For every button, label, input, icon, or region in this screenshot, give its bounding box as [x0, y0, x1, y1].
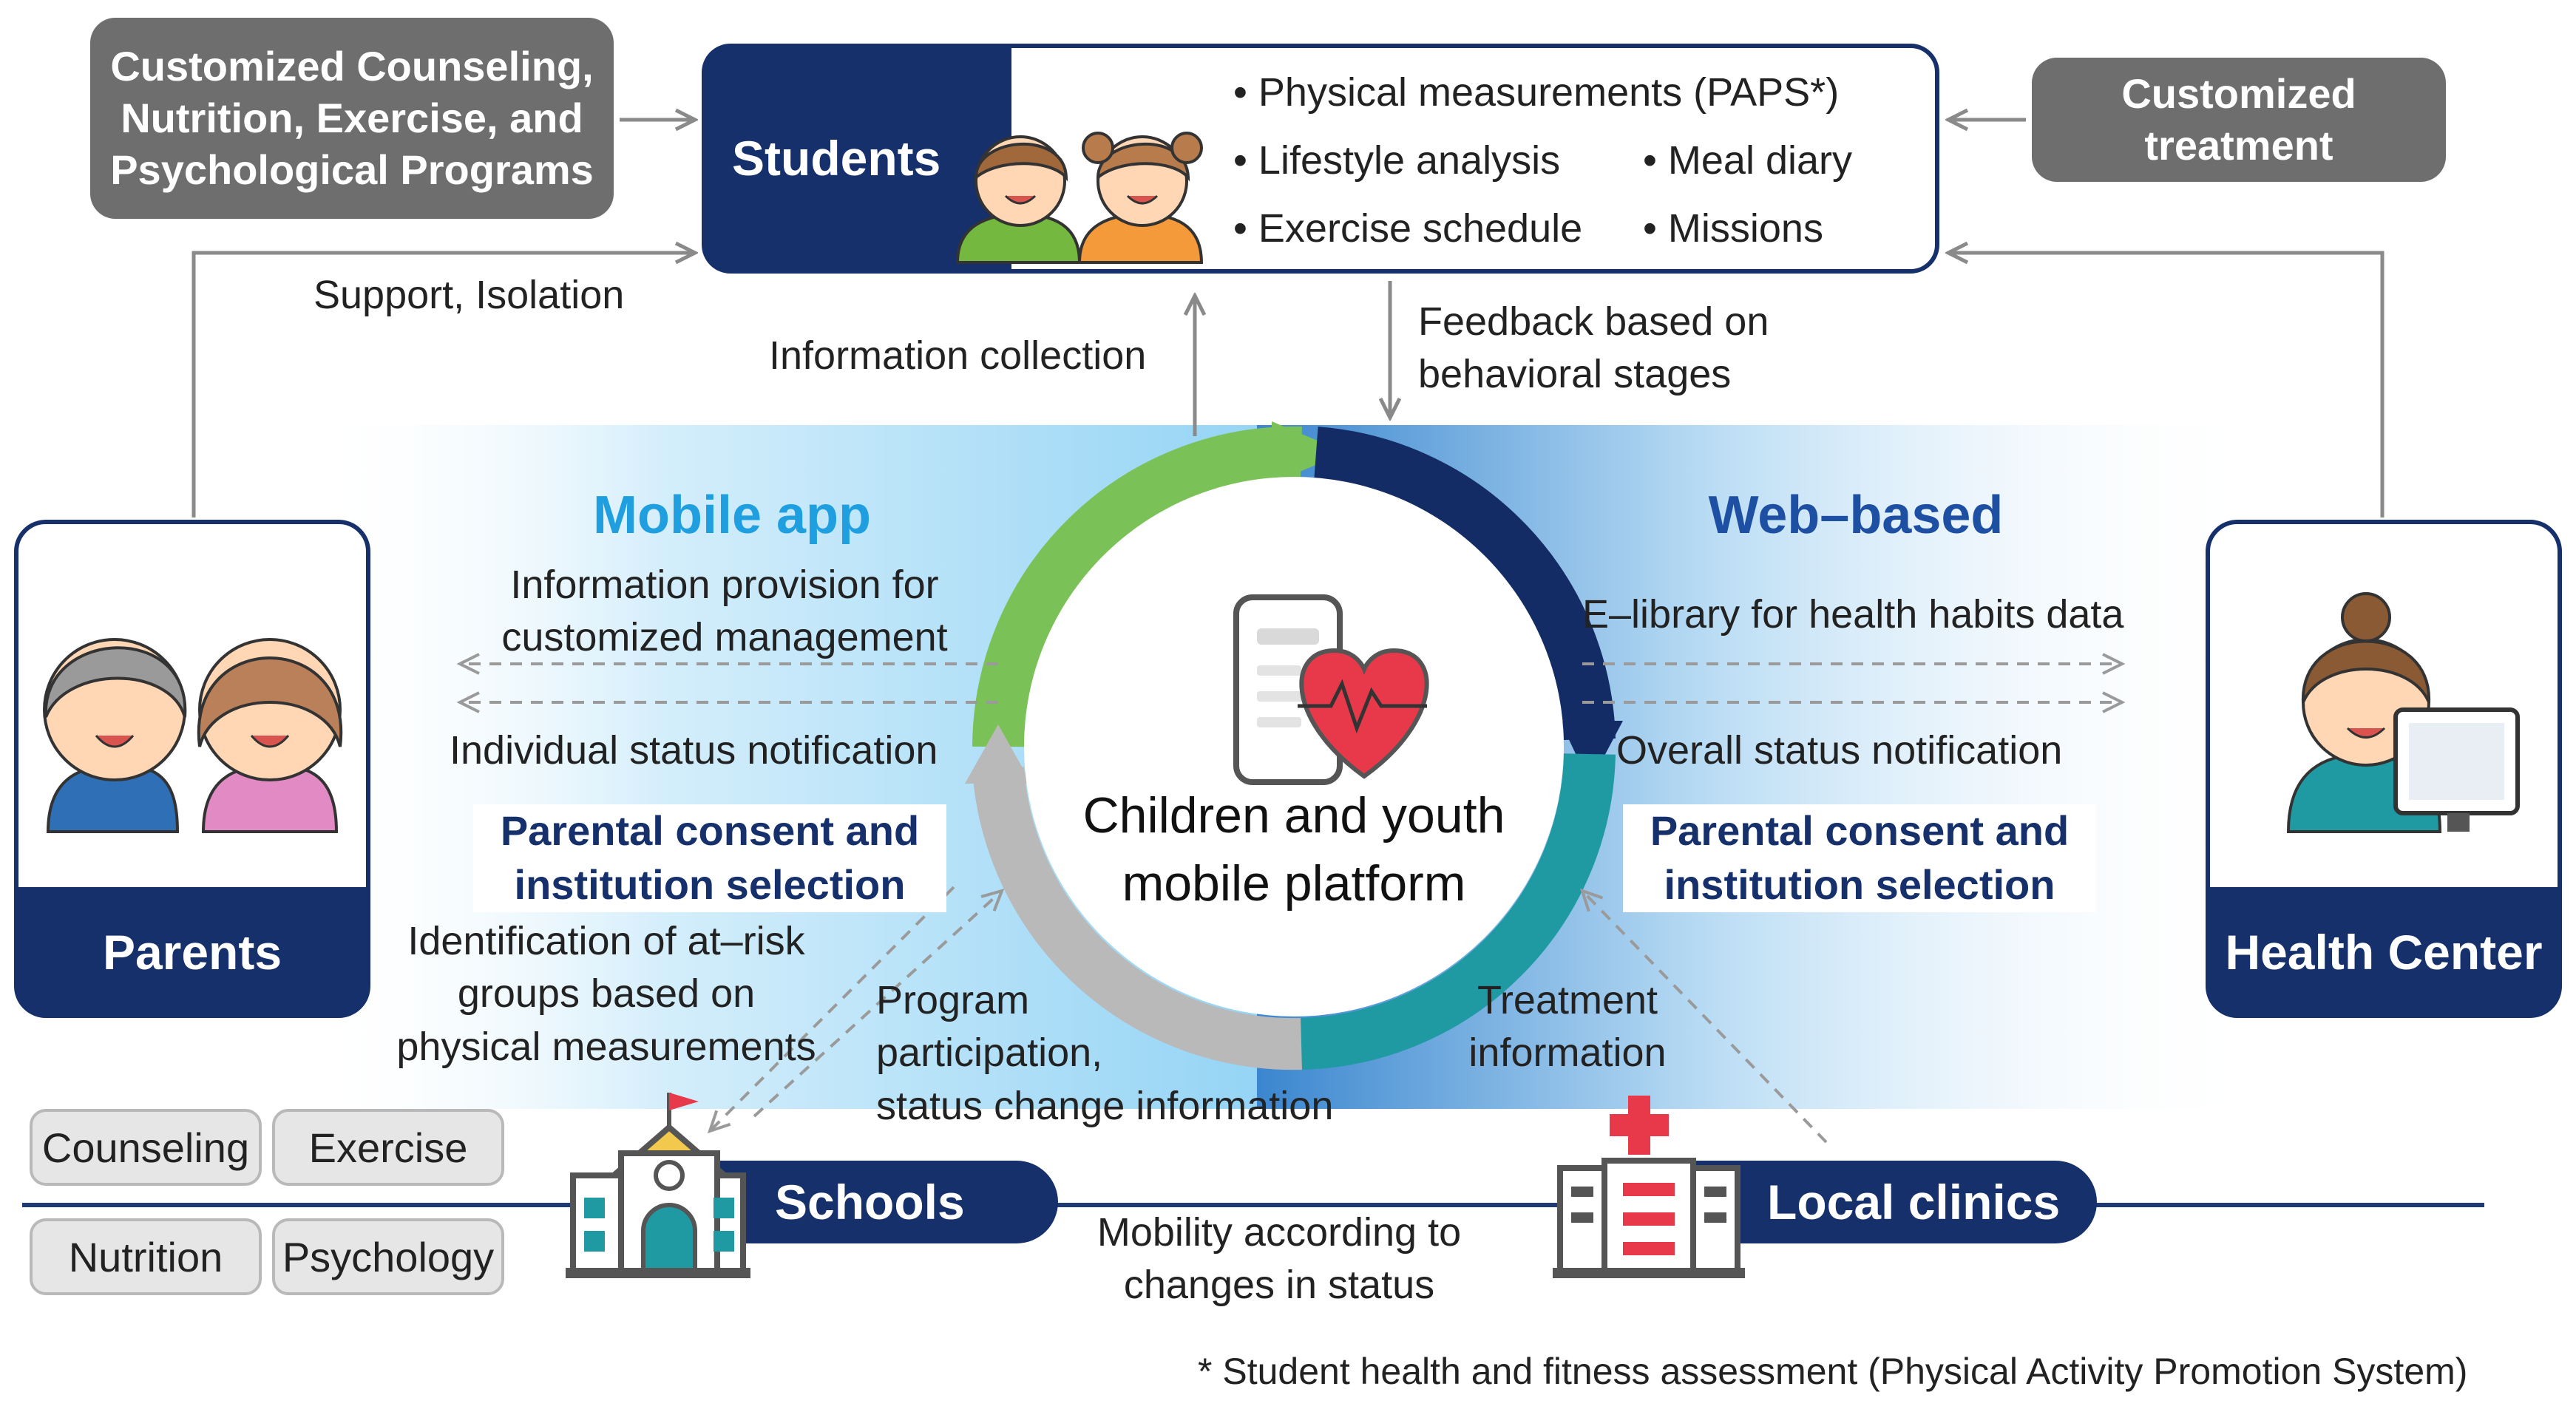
program-participation-label: Program participation, status change inf…	[876, 978, 1334, 1128]
students-item-lifestyle: • Lifestyle analysis	[1233, 138, 1561, 183]
overall-status-label: Overall status notification	[1616, 728, 2063, 773]
footnote: * Student health and fitness assessment …	[1198, 1351, 2468, 1392]
info-provision-label: Information provision for customized man…	[501, 563, 948, 660]
pill-counseling: Counseling	[30, 1109, 262, 1186]
hospital-building-icon	[1553, 1096, 1745, 1278]
elderly-parents-icon	[43, 638, 343, 833]
mobile-consent-label: Parental consent and institution selecti…	[473, 804, 946, 912]
students-label: Students	[732, 131, 941, 186]
dashed-arrows	[460, 664, 2122, 1144]
connector-arrows	[191, 120, 2385, 517]
pill-exercise: Exercise	[272, 1109, 504, 1186]
web-consent-label: Parental consent and institution selecti…	[1623, 804, 2096, 912]
schools-label: Schools	[775, 1175, 965, 1229]
schools-pill	[658, 1161, 1058, 1243]
at-risk-label: Identification of at–risk groups based o…	[396, 919, 816, 1069]
children-icon	[955, 132, 1204, 264]
pill-psychology: Psychology	[272, 1218, 504, 1295]
support-isolation-label: Support, Isolation	[313, 273, 625, 317]
school-building-icon	[566, 1093, 750, 1278]
students-item-missions: • Missions	[1643, 206, 1823, 251]
health-worker-icon	[2286, 592, 2520, 833]
parents-label: Parents	[102, 925, 282, 980]
information-collection-label: Information collection	[769, 333, 1147, 378]
web-based-title: Web–based	[1708, 486, 2004, 545]
students-item-meal: • Meal diary	[1643, 138, 1852, 183]
mobility-label: Mobility according to changes in status	[1097, 1210, 1462, 1308]
clinics-pill	[1649, 1161, 2097, 1243]
phone-heart-icon	[1233, 594, 1429, 785]
mobile-app-title: Mobile app	[593, 486, 871, 545]
programs-box: Customized Counseling, Nutrition, Exerci…	[90, 18, 614, 219]
students-item-exercise: • Exercise schedule	[1233, 206, 1583, 251]
local-clinics-label: Local clinics	[1767, 1175, 2061, 1229]
treatment-information-label: Treatment information	[1468, 978, 1667, 1076]
students-item-paps: • Physical measurements (PAPS*)	[1233, 70, 1840, 115]
treatment-box: Customized treatment	[2032, 58, 2446, 182]
elibrary-label: E–library for health habits data	[1582, 592, 2124, 637]
feedback-label: Feedback based on behavioral stages	[1418, 299, 1769, 397]
individual-status-label: Individual status notification	[450, 728, 938, 773]
health-center-label: Health Center	[2225, 925, 2543, 980]
platform-label: Children and youth mobile platform	[1082, 787, 1505, 912]
pill-nutrition: Nutrition	[30, 1218, 262, 1295]
